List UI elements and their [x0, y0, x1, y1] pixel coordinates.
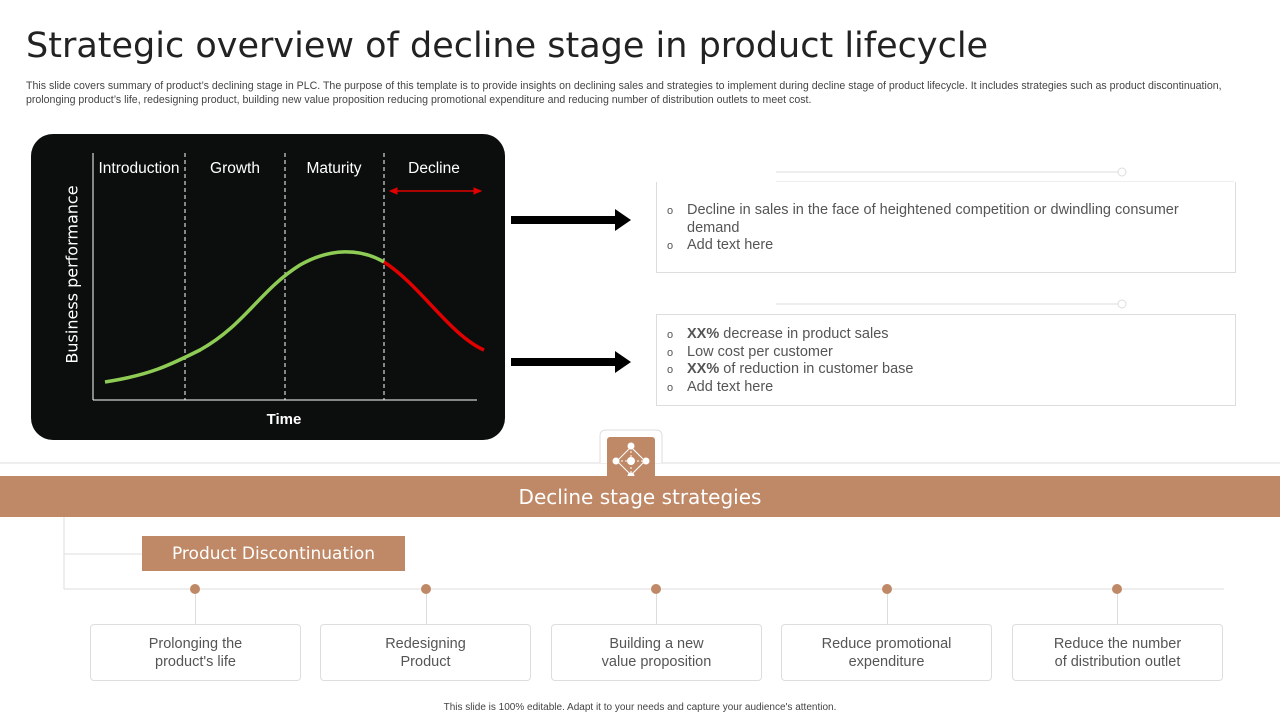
stage-label-growth: Growth: [210, 160, 260, 177]
decline-metrics-box: XX% decrease in product sales Low cost p…: [656, 314, 1236, 406]
strategy-card: Reduce the number of distribution outlet: [1012, 624, 1223, 681]
strategy-connectors: [63, 517, 1224, 590]
strategy-card: Reduce promotional expenditure: [781, 624, 992, 681]
timeline-dot: [421, 584, 431, 594]
arrow-right-icon: [511, 351, 631, 373]
strategies-banner: Decline stage strategies: [0, 476, 1280, 517]
arrow-right-icon: [511, 209, 631, 231]
decline-characteristics-box: Decline in sales in the face of heighten…: [656, 182, 1236, 273]
timeline-dot: [190, 584, 200, 594]
connector: [1117, 594, 1118, 624]
connector: [887, 594, 888, 624]
timeline-dot: [882, 584, 892, 594]
decline-curve: [383, 260, 485, 352]
stage-label-introduction: Introduction: [98, 160, 180, 177]
growth-curve: [104, 250, 385, 384]
x-axis-label: Time: [266, 411, 302, 428]
timeline-dot: [1112, 584, 1122, 594]
connector: [426, 594, 427, 624]
list-item: Low cost per customer: [667, 344, 1235, 362]
y-axis-label: Business performance: [62, 185, 82, 364]
list-item: Add text here: [667, 237, 1235, 255]
stage-label-maturity: Maturity: [306, 160, 362, 177]
page-title: Strategic overview of decline stage in p…: [26, 26, 989, 66]
strategy-card: Building a new value proposition: [551, 624, 762, 681]
list-item: Add text here: [667, 379, 1235, 397]
footer-note: This slide is 100% editable. Adapt it to…: [443, 702, 837, 713]
connector: [656, 594, 657, 624]
timeline-dot: [651, 584, 661, 594]
lifecycle-chart-panel: [31, 134, 505, 440]
main-strategy-label: Product Discontinuation: [142, 536, 405, 571]
list-item: XX% decrease in product sales: [667, 326, 1235, 344]
strategy-card: Prolonging the product's life: [90, 624, 301, 681]
list-item: Decline in sales in the face of heighten…: [667, 202, 1235, 237]
connector: [195, 594, 196, 624]
decline-span-arrow: [388, 187, 483, 195]
list-item: XX% of reduction in customer base: [667, 361, 1235, 379]
strategy-card: Redesigning Product: [320, 624, 531, 681]
description: This slide covers summary of product’s d…: [26, 80, 1222, 106]
stage-label-decline: Decline: [408, 160, 460, 177]
